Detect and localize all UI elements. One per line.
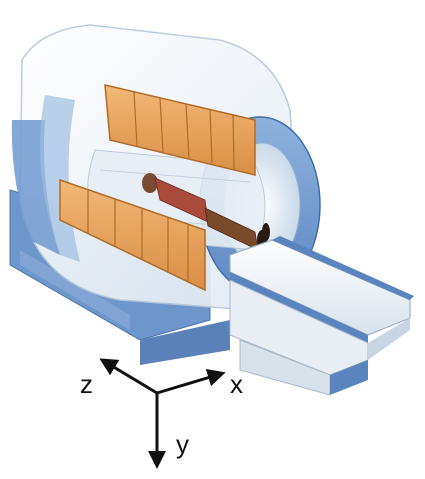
coordinate-axes: z x y [80,358,243,469]
patient-table [229,236,414,396]
upper-gradient-coil [104,84,256,176]
y-axis-label: y [176,429,189,459]
z-axis-label: z [80,369,93,399]
patient-figure [142,173,270,251]
x-axis-arrow [156,368,226,395]
z-axis-arrow [99,358,158,395]
x-axis-label: x [230,369,243,399]
lower-gradient-coil [59,178,206,292]
